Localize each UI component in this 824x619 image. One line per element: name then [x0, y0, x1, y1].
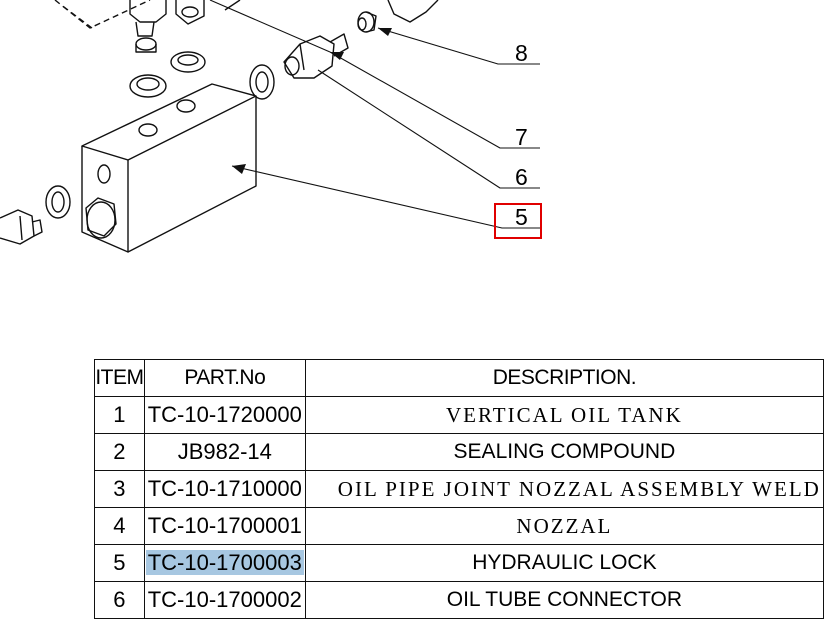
header-description: DESCRIPTION.: [304, 359, 824, 397]
fitting-left: [0, 209, 43, 245]
description-cell: OIL TUBE CONNECTOR: [304, 581, 824, 619]
part-no-cell: TC-10-1720000: [143, 396, 306, 434]
table-row: 3 TC-10-1710000 OIL PIPE JOINT NOZZAL AS…: [94, 470, 824, 508]
leader-lines: [209, 0, 540, 229]
table-row: 2 JB982-14 SEALING COMPOUND: [94, 433, 824, 471]
callout-8: 8: [515, 40, 528, 66]
table-header-row: ITEM PART.No DESCRIPTION.: [94, 359, 824, 397]
item-cell: 2: [94, 433, 145, 471]
nozzle-item-7: [357, 11, 377, 33]
header-item: ITEM: [94, 359, 145, 397]
part-no-cell: TC-10-1700001: [143, 507, 306, 545]
selected-part-no[interactable]: TC-10-1700003: [145, 550, 304, 575]
tank-edge: [224, 0, 241, 11]
fitting-top-1: [129, 0, 167, 53]
exploded-assembly-drawing: [0, 0, 540, 253]
leader-arrows: [232, 28, 392, 174]
hydraulic-lock-block: [81, 83, 257, 253]
header-part-no: PART.No: [143, 359, 306, 397]
item-cell: 4: [94, 507, 145, 545]
callout-6: 6: [515, 164, 528, 190]
seal-ring-3: [249, 64, 275, 100]
description-cell: VERTICAL OIL TANK: [304, 396, 824, 434]
table-row: 4 TC-10-1700001 NOZZAL: [94, 507, 824, 545]
item-cell: 1: [94, 396, 145, 434]
parts-list-table: ITEM PART.No DESCRIPTION. 1 TC-10-172000…: [94, 359, 824, 619]
fitting-top-2: [175, 0, 205, 25]
description-cell: SEALING COMPOUND: [304, 433, 824, 471]
seal-ring-left: [45, 185, 71, 219]
description-cell: NOZZAL: [304, 507, 824, 545]
part-no-cell[interactable]: TC-10-1700003: [143, 544, 306, 582]
part-no-cell: TC-10-1710000: [143, 470, 306, 508]
seal-ring-1: [129, 74, 167, 98]
table-row-selected: 5 TC-10-1700003 HYDRAULIC LOCK: [94, 544, 824, 582]
item-cell: 3: [94, 470, 145, 508]
table-row: 6 TC-10-1700002 OIL TUBE CONNECTOR: [94, 581, 824, 619]
description-cell: HYDRAULIC LOCK: [304, 544, 824, 582]
description-cell: OIL PIPE JOINT NOZZAL ASSEMBLY WELD: [304, 470, 824, 508]
part-no-cell: JB982-14: [143, 433, 306, 471]
callout-5-highlight-box: [494, 203, 542, 239]
part-no-cell: TC-10-1700002: [143, 581, 306, 619]
item-cell: 6: [94, 581, 145, 619]
item-cell: 5: [94, 544, 145, 582]
table-row: 1 TC-10-1720000 VERTICAL OIL TANK: [94, 396, 824, 434]
seal-ring-2: [170, 51, 206, 73]
callout-5: 5: [515, 204, 528, 230]
tank-outline: [54, 0, 151, 29]
fitting-top-right: [387, 0, 439, 23]
callout-7: 7: [515, 124, 528, 150]
